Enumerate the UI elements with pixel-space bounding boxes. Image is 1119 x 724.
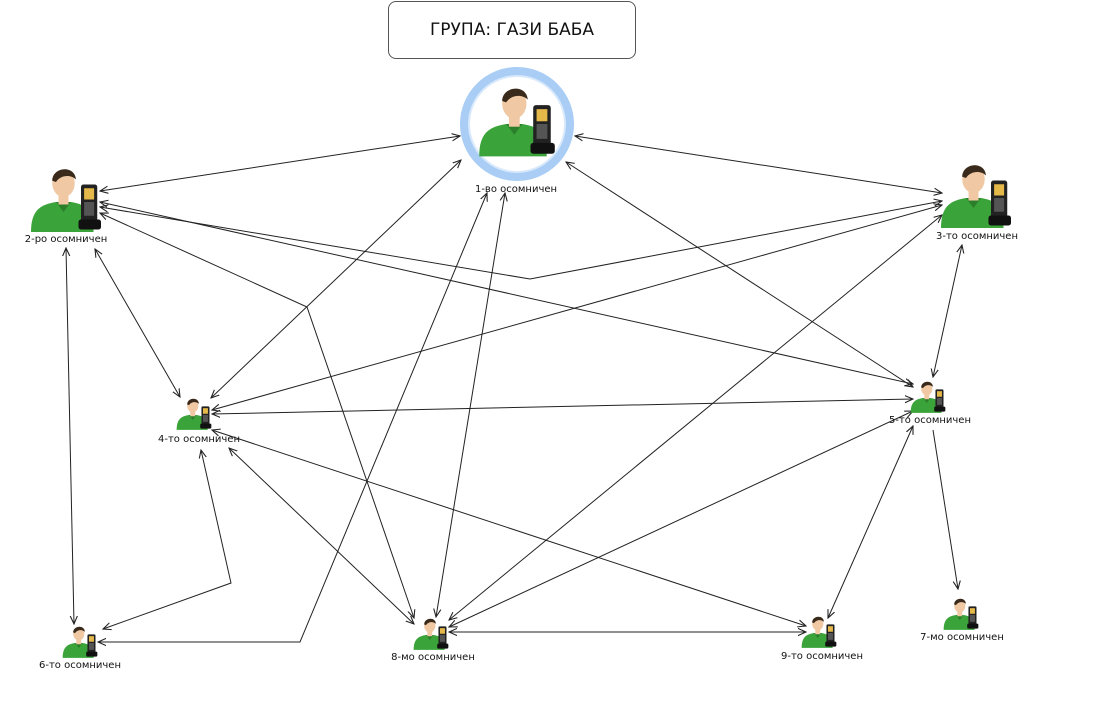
- node-label-text: 4-то осомничен: [157, 434, 241, 445]
- person-with-phone-icon: [413, 618, 449, 650]
- node-label-text: 7-мо осомничен: [920, 632, 1004, 643]
- node-n8[interactable]: [413, 618, 449, 650]
- edge-n3-n5: [933, 245, 962, 377]
- node-n5[interactable]: [910, 381, 946, 413]
- node-n2[interactable]: [31, 169, 101, 232]
- node-label-text: 9-то осомничен: [780, 651, 864, 662]
- person-with-phone-icon: [176, 398, 212, 430]
- node-label-text: 2-ро осомничен: [24, 234, 108, 245]
- node-n1[interactable]: [460, 67, 574, 181]
- node-n6[interactable]: [62, 626, 98, 658]
- group-title-text: ГРУПА: ГАЗИ БАБА: [429, 20, 595, 40]
- node-label-text: 5-то осомничен: [888, 415, 972, 426]
- person-with-phone-icon: [941, 165, 1011, 228]
- group-title: ГРУПА: ГАЗИ БАБА: [388, 1, 636, 59]
- edge-n5-n9: [828, 426, 913, 618]
- person-with-phone-icon: [479, 88, 555, 157]
- edge-n5-n7: [932, 429, 958, 589]
- edge-n1-n8: [436, 193, 505, 617]
- edge-n1-n2: [100, 136, 460, 191]
- edge-n3-n8: [449, 215, 942, 620]
- edge-n3-n4: [212, 205, 942, 410]
- edge-n1-n6: [98, 193, 487, 642]
- nodes-layer: [31, 67, 1011, 658]
- edge-n1-n3: [575, 136, 942, 193]
- person-with-phone-icon: [910, 381, 946, 413]
- edge-n4-n9: [212, 430, 806, 626]
- edge-n4-n6: [103, 450, 232, 629]
- node-label-text: 1-во осомничен: [474, 184, 558, 195]
- node-n9[interactable]: [801, 616, 837, 648]
- edge-n5-n8: [449, 411, 913, 627]
- node-label-text: 6-то осомничен: [38, 660, 122, 671]
- edge-n2-n6: [66, 248, 74, 624]
- edge-n2-n8: [100, 213, 414, 618]
- edge-n1-n5: [566, 162, 913, 387]
- edge-n2-n4: [95, 249, 180, 397]
- person-with-phone-icon: [943, 598, 979, 630]
- person-with-phone-icon: [62, 626, 98, 658]
- person-with-phone-icon: [801, 616, 837, 648]
- node-label-text: 3-то осомничен: [935, 231, 1019, 242]
- node-n3[interactable]: [941, 165, 1011, 228]
- node-n4[interactable]: [176, 398, 212, 430]
- edge-n1-n4: [211, 160, 461, 398]
- node-label-text: 8-мо осомничен: [391, 652, 475, 663]
- edges-layer: [66, 136, 962, 642]
- person-with-phone-icon: [31, 169, 101, 232]
- node-n7[interactable]: [943, 598, 979, 630]
- edge-n4-n5: [212, 399, 913, 414]
